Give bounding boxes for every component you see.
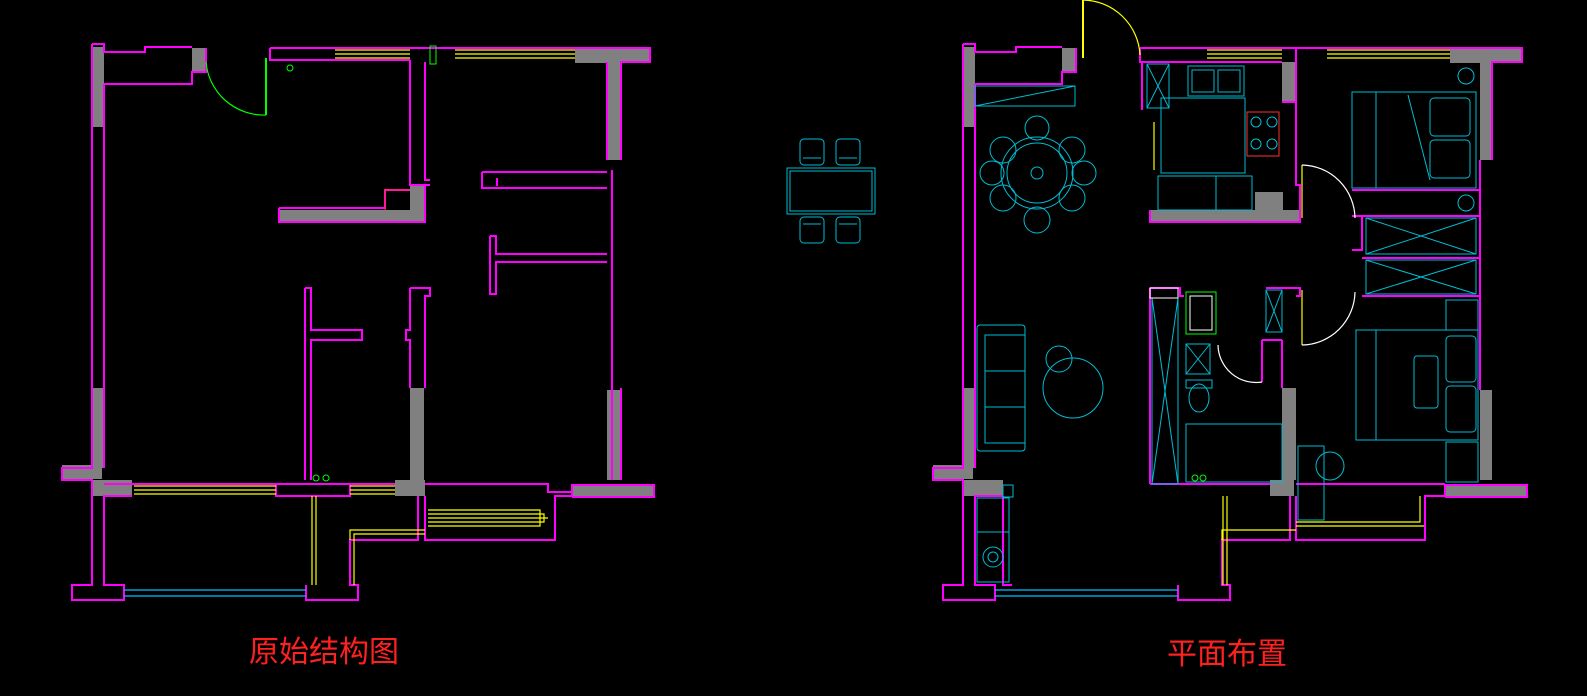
original-structure-caption: 原始结构图 — [249, 635, 399, 670]
doors — [205, 45, 437, 482]
walls — [61, 43, 655, 601]
windows-blue-right — [995, 589, 1178, 597]
doors-right — [1082, 0, 1356, 384]
structural-columns — [62, 47, 654, 497]
furniture — [974, 63, 1479, 583]
floor-layout-caption: 平面布置 — [1167, 637, 1287, 672]
red-lines — [384, 189, 410, 210]
floor-layout-plan — [932, 0, 1528, 601]
dining-table-block — [786, 138, 876, 244]
windows-blue — [124, 589, 306, 597]
windows — [134, 49, 575, 585]
walls-right — [932, 43, 1528, 601]
structural-columns-right — [933, 47, 1527, 497]
windows-right — [1153, 49, 1450, 585]
original-structure-plan — [61, 43, 655, 601]
